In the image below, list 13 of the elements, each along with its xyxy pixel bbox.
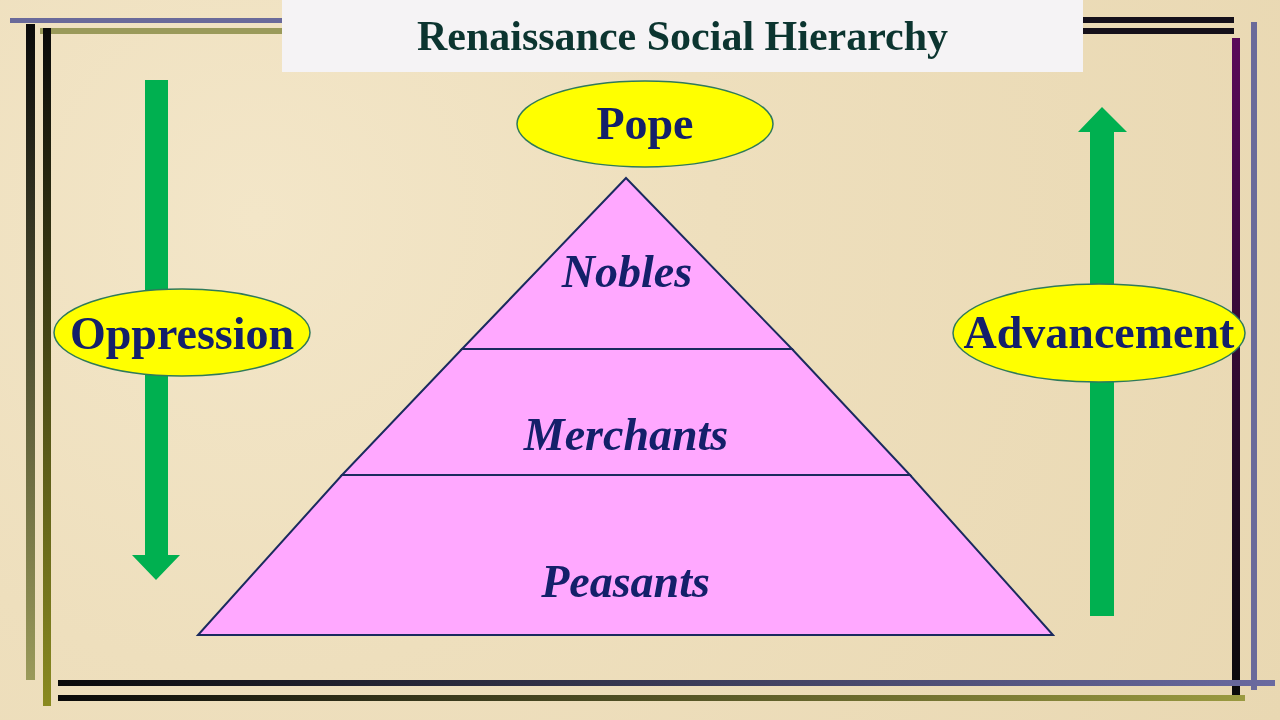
pyramid-tier [342,349,910,475]
ellipse-label: Pope [596,98,694,150]
ellipse-label: Oppression [69,308,295,360]
label-ellipse [53,288,311,377]
tier-label: Merchants [523,409,729,461]
ellipse-label: Advancement [963,307,1235,359]
tier-label: Peasants [541,556,710,608]
pyramid-tier [198,475,1053,635]
label-ellipse [952,283,1246,383]
tier-label: Nobles [561,246,693,298]
title-text: Renaissance Social Hierarchy [416,12,949,60]
pyramid-tier [462,178,792,349]
label-ellipse [516,80,774,168]
